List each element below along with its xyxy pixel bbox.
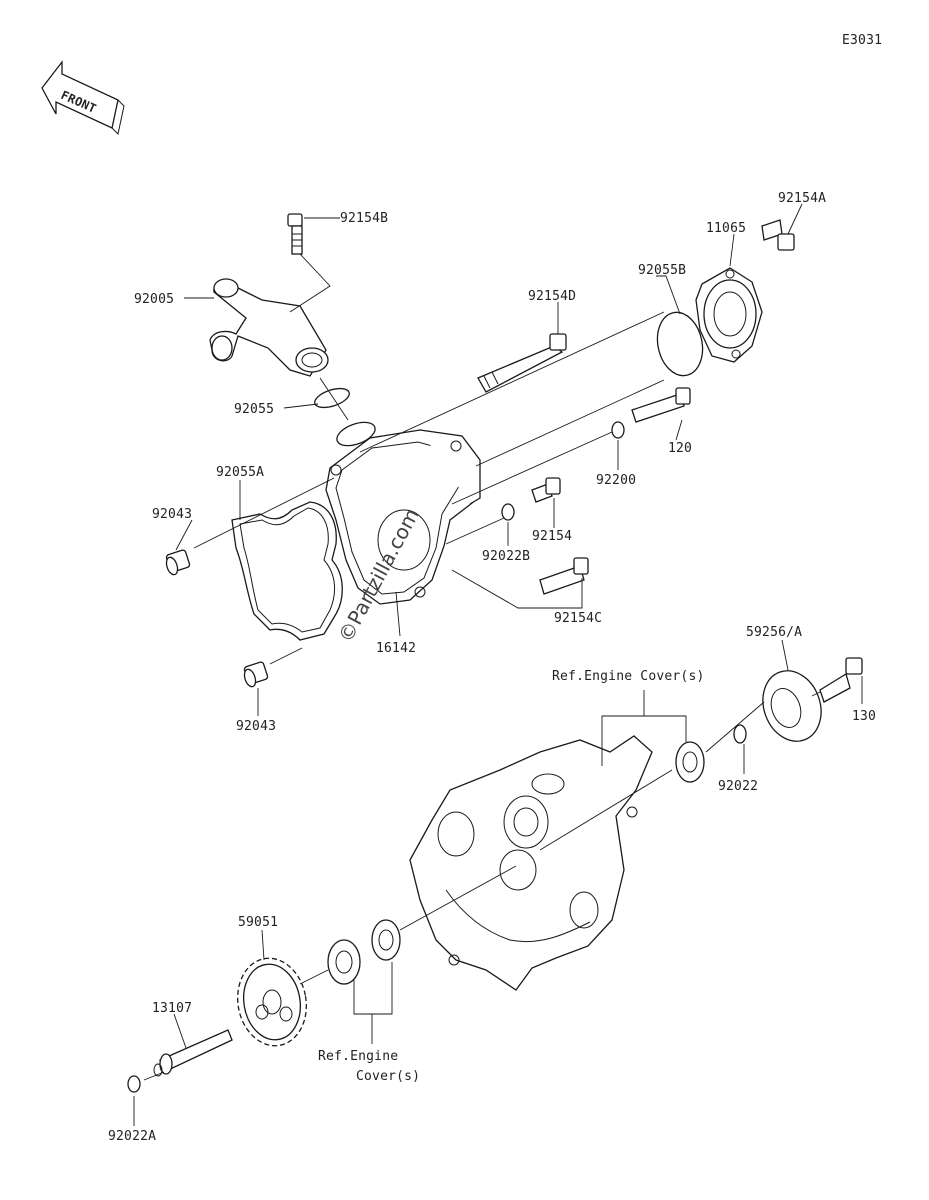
label-120: 120: [668, 441, 692, 456]
gasket-92055a-icon: [231, 501, 343, 641]
label-16142: 16142: [376, 641, 416, 656]
label-130: 130: [852, 709, 876, 724]
washer-92200-icon: [611, 421, 625, 439]
bolt-92154d-icon: [477, 333, 567, 393]
bolt-120-icon: [631, 387, 691, 423]
water-pipe-housing-icon: [209, 278, 329, 377]
bolt-92154b-icon: [287, 213, 303, 255]
label-92043-upper: 92043: [152, 507, 192, 522]
leader-lines: [133, 203, 863, 1126]
label-92154b: 92154B: [340, 211, 388, 226]
bolt-92154a-icon: [761, 219, 795, 251]
bolt-92154c-icon: [539, 557, 589, 595]
ref-engine-cover-top: Ref.Engine Cover(s): [552, 669, 705, 684]
engine-cover-icon: [409, 735, 653, 991]
label-92055b: 92055B: [638, 263, 686, 278]
label-92005: 92005: [134, 292, 174, 307]
impeller-59256a-icon: [762, 670, 822, 742]
label-92043-lower: 92043: [236, 719, 276, 734]
bolt-130-icon: [819, 657, 863, 703]
washer-92022-icon: [733, 724, 747, 744]
label-92055: 92055: [234, 402, 274, 417]
label-92154a: 92154A: [778, 191, 826, 206]
bolt-92154-icon: [531, 477, 561, 503]
label-59256a: 59256/A: [746, 625, 802, 640]
label-92022: 92022: [718, 779, 758, 794]
ref-engine-cover-bottom-line1: Ref.Engine: [318, 1049, 398, 1064]
gear-59051-icon: [237, 957, 307, 1047]
oil-seal-lower-icon: [371, 919, 401, 961]
label-92055a: 92055A: [216, 465, 264, 480]
washer-92022b-icon: [501, 503, 515, 521]
ref-engine-cover-bottom-line2: Cover(s): [356, 1069, 420, 1084]
oil-seal-upper-icon: [675, 741, 705, 783]
label-92154d: 92154D: [528, 289, 576, 304]
dowel-pin-lower-icon: [243, 661, 269, 688]
label-92022b: 92022B: [482, 549, 530, 564]
washer-92022a-icon: [127, 1075, 141, 1093]
label-92022a: 92022A: [108, 1129, 156, 1144]
label-59051: 59051: [238, 915, 278, 930]
label-92154: 92154: [532, 529, 572, 544]
pump-cover-11065-icon: [695, 267, 763, 363]
dowel-pin-upper-icon: [165, 549, 191, 576]
label-92200: 92200: [596, 473, 636, 488]
bearing-lower-icon: [327, 939, 361, 985]
shaft-13107-icon: [153, 1029, 233, 1077]
diagram-code: E3031: [842, 33, 882, 48]
front-arrow-icon: FRONT: [41, 60, 125, 136]
label-11065: 11065: [706, 221, 746, 236]
o-ring-92055b-icon: [656, 311, 704, 377]
water-pump-cover-icon: ©Partzilla.com: [325, 421, 481, 646]
label-13107: 13107: [152, 1001, 192, 1016]
label-92154c: 92154C: [554, 611, 602, 626]
o-ring-92055-icon: [314, 387, 350, 409]
